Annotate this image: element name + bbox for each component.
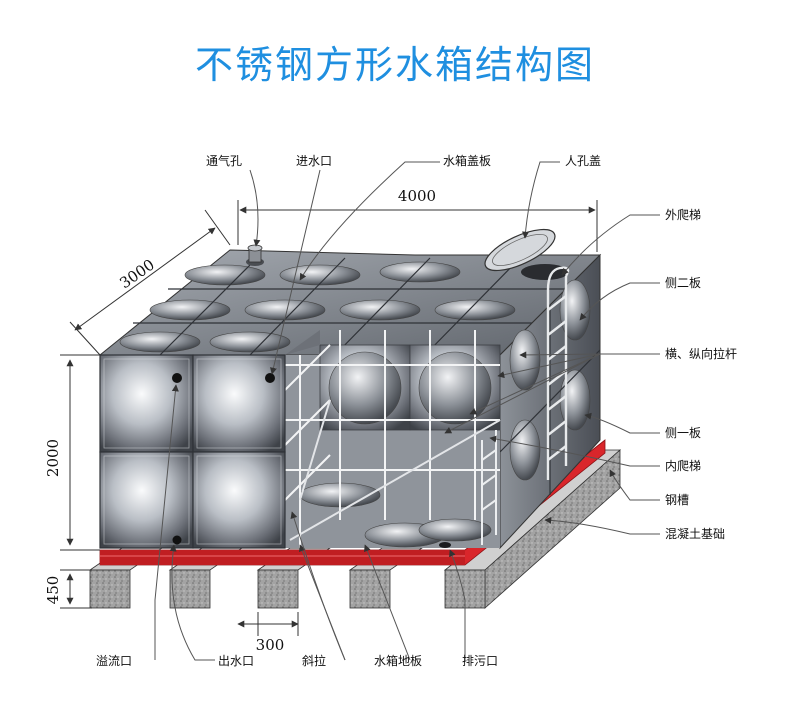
label-vent-hole: 通气孔	[206, 153, 242, 168]
label-channel-steel: 钢槽	[665, 493, 689, 507]
label-tie-rods: 横、纵向拉杆	[665, 346, 737, 361]
tank-interior	[284, 330, 501, 548]
water-outlet-hole	[172, 535, 182, 545]
overflow-hole	[172, 373, 182, 383]
drain-outlet	[439, 542, 451, 548]
dim-base-height: 450	[44, 576, 62, 605]
label-tank-cover-plate: 水箱盖板	[443, 153, 491, 168]
diagonal-brace	[289, 399, 501, 541]
inner-ladder	[481, 430, 497, 545]
channel-steel	[99, 439, 606, 566]
dimension-lines	[60, 200, 598, 636]
tie-rods	[284, 330, 500, 548]
leader-lines	[154, 161, 660, 661]
label-concrete-foundation: 混凝土基础	[665, 526, 725, 541]
dim-height: 2000	[44, 439, 62, 477]
dim-length: 4000	[398, 187, 436, 205]
label-side-plate-2: 侧二板	[665, 276, 701, 290]
diagram-title: 不锈钢方形水箱结构图	[194, 43, 595, 87]
label-manhole-cover: 人孔盖	[565, 154, 601, 168]
label-water-inlet: 进水口	[296, 154, 332, 168]
vent-hole	[246, 244, 264, 266]
label-tank-floor-plate: 水箱地板	[374, 653, 422, 668]
tank-front	[99, 330, 320, 549]
label-outer-ladder: 外爬梯	[665, 208, 701, 222]
label-overflow: 溢流口	[96, 654, 132, 668]
label-side-plate-1: 侧一板	[665, 426, 701, 440]
dim-width: 3000	[116, 256, 158, 293]
label-drain: 排污口	[462, 654, 498, 668]
label-water-outlet: 出水口	[218, 654, 254, 668]
water-inlet-hole	[265, 373, 275, 383]
label-diagonal-brace: 斜拉	[302, 653, 326, 668]
dim-base-spacing: 300	[256, 636, 285, 654]
label-inner-ladder: 内爬梯	[665, 459, 701, 473]
